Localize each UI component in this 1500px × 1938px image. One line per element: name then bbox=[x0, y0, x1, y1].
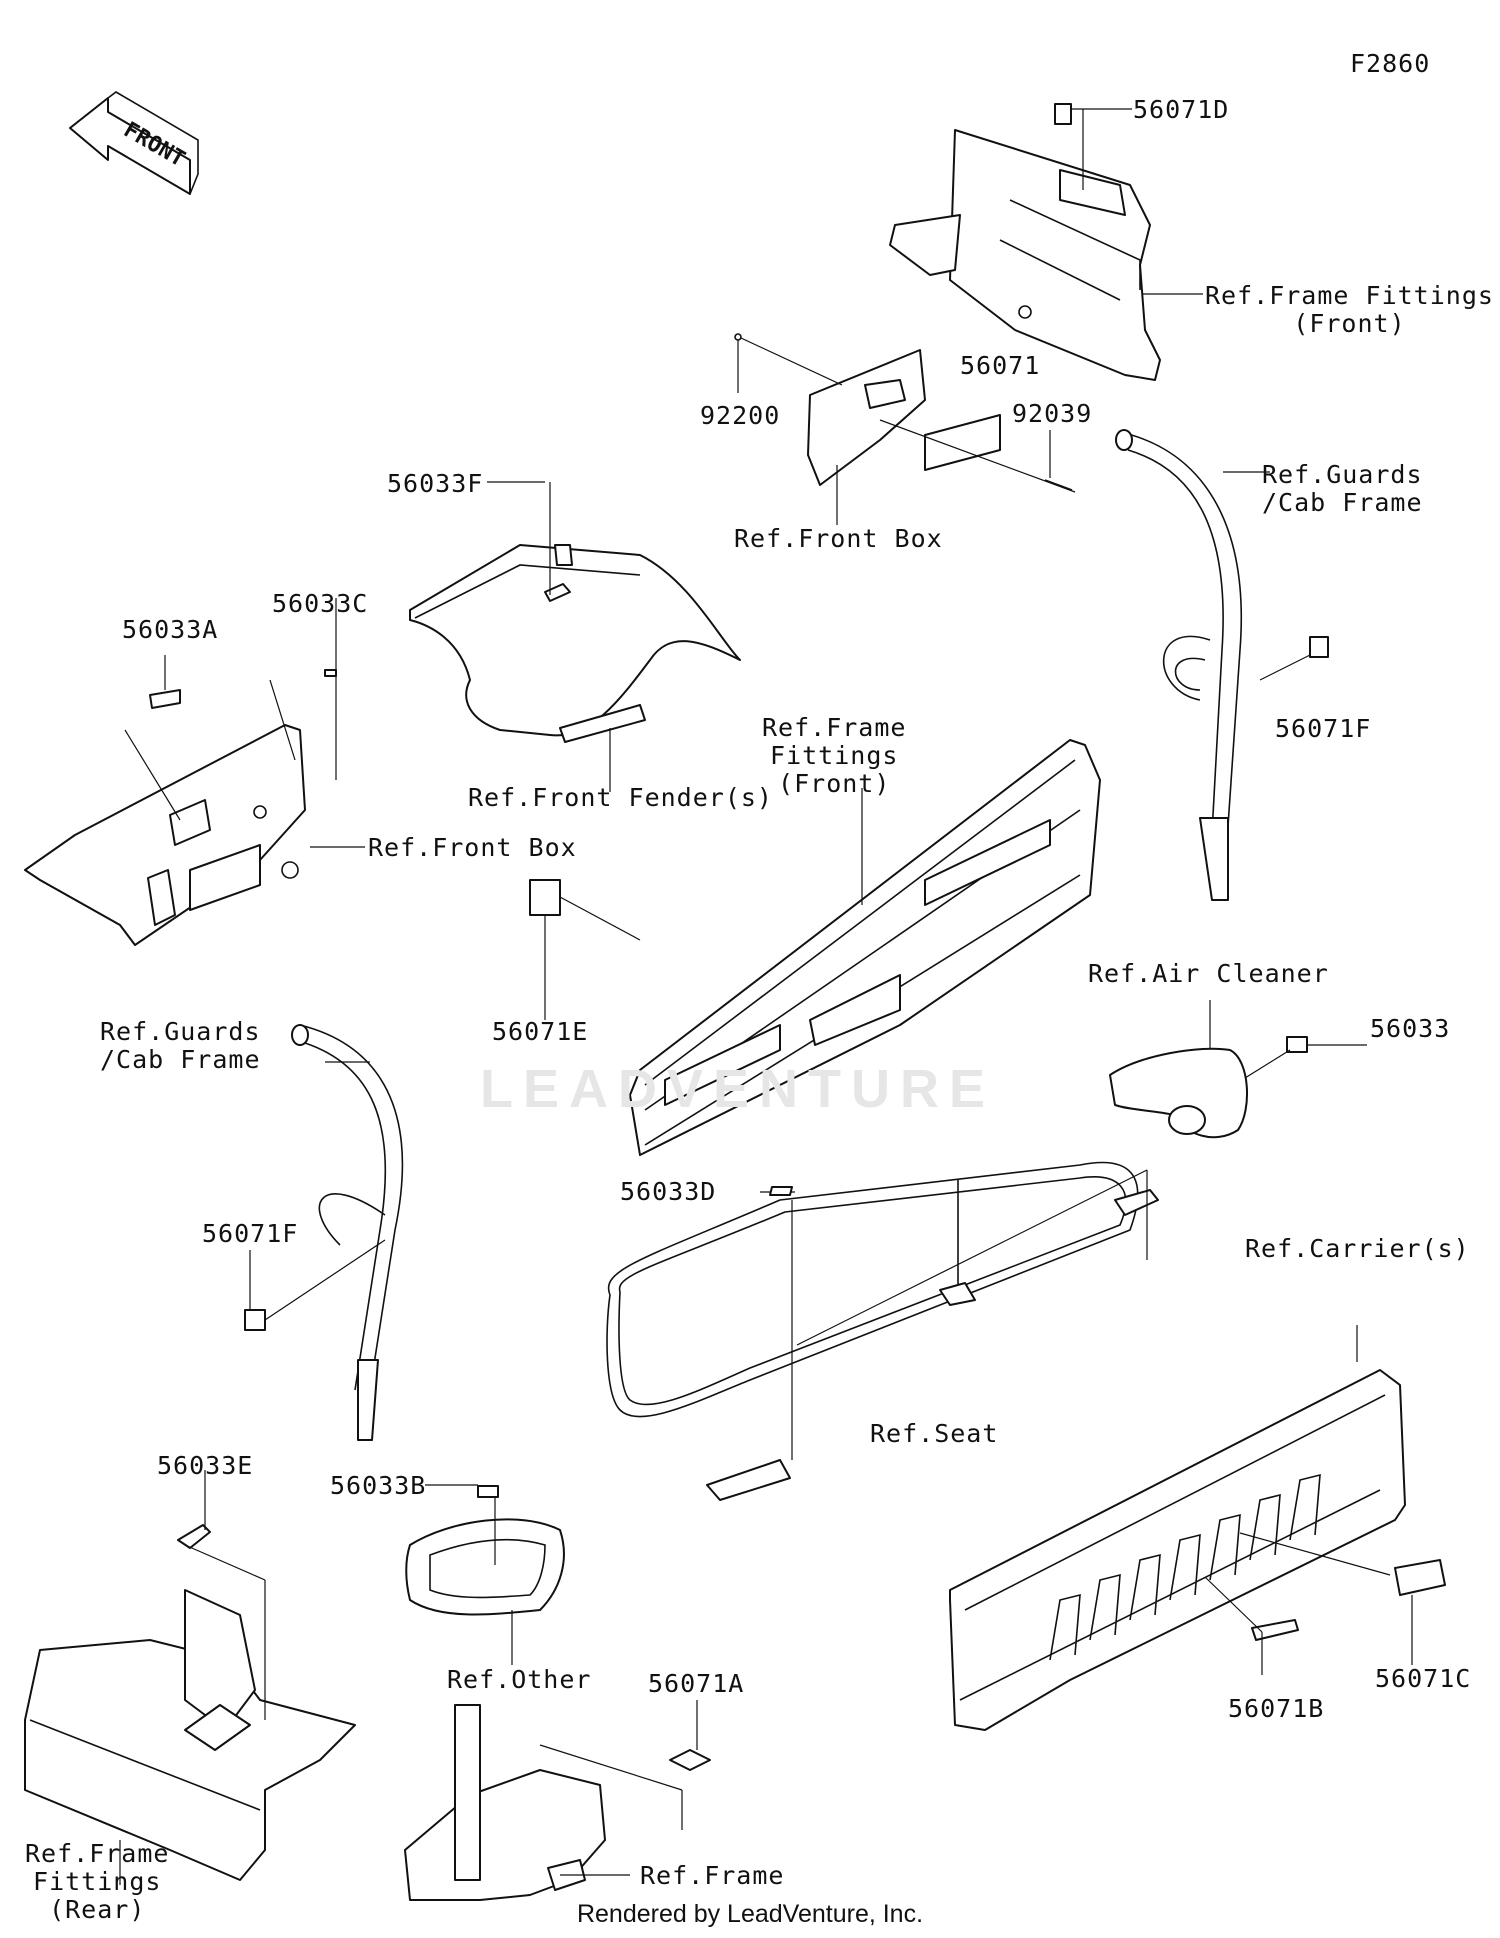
label-56071F-left[interactable]: 56071F bbox=[202, 1219, 299, 1248]
label-56033A[interactable]: 56033A bbox=[122, 615, 219, 644]
label-92200[interactable]: 92200 bbox=[700, 401, 781, 430]
frame-fittings-front-mid[interactable] bbox=[529, 739, 1101, 1156]
label-ref-guards-cab-frame-left[interactable]: Ref.Guards /Cab Frame bbox=[100, 1017, 261, 1074]
label-ref-frame-fittings-rear[interactable]: Ref.Frame Fittings (Rear) bbox=[25, 1839, 170, 1924]
footer-credit: Rendered by LeadVenture, Inc. bbox=[576, 1900, 924, 1928]
label-56071E[interactable]: 56071E bbox=[492, 1017, 589, 1046]
label-ref-frame-fittings-front-top[interactable]: Ref.Frame Fittings (Front) bbox=[1205, 281, 1494, 338]
label-92039[interactable]: 92039 bbox=[1012, 399, 1093, 428]
front-arrow: FRONT bbox=[69, 91, 199, 195]
label-56033D[interactable]: 56033D bbox=[620, 1177, 717, 1206]
guards-cab-frame-left[interactable] bbox=[244, 1024, 404, 1441]
label-ref-air-cleaner[interactable]: Ref.Air Cleaner bbox=[1088, 959, 1329, 988]
guards-cab-frame-right[interactable] bbox=[1115, 429, 1329, 901]
label-ref-frame-fittings-front-mid[interactable]: Ref.Frame Fittings (Front) bbox=[762, 713, 907, 798]
label-ref-front-box-top[interactable]: Ref.Front Box bbox=[734, 524, 943, 553]
air-cleaner[interactable] bbox=[1109, 1000, 1367, 1139]
frame-fittings-rear[interactable] bbox=[24, 1470, 356, 1885]
seat-frame[interactable] bbox=[606, 1161, 1159, 1501]
figure-id: F2860 bbox=[1350, 49, 1431, 78]
label-ref-frame[interactable]: Ref.Frame bbox=[640, 1861, 785, 1890]
front-fenders[interactable] bbox=[409, 481, 741, 792]
label-56033E[interactable]: 56033E bbox=[157, 1451, 254, 1480]
label-56033B[interactable]: 56033B bbox=[330, 1471, 427, 1500]
label-ref-seat[interactable]: Ref.Seat bbox=[870, 1419, 999, 1448]
label-56071[interactable]: 56071 bbox=[960, 351, 1041, 380]
label-ref-carriers[interactable]: Ref.Carrier(s) bbox=[1245, 1234, 1470, 1263]
label-56071D[interactable]: 56071D bbox=[1133, 95, 1230, 124]
front-box-left[interactable] bbox=[24, 598, 365, 946]
label-56071F-right[interactable]: 56071F bbox=[1275, 714, 1372, 743]
label-56071A[interactable]: 56071A bbox=[648, 1669, 745, 1698]
frame-bottom[interactable] bbox=[404, 1700, 711, 1901]
label-ref-guards-cab-frame-right[interactable]: Ref.Guards /Cab Frame bbox=[1262, 460, 1423, 517]
label-56071B[interactable]: 56071B bbox=[1228, 1694, 1325, 1723]
other-cover[interactable] bbox=[405, 1484, 565, 1665]
label-56033F[interactable]: 56033F bbox=[387, 469, 484, 498]
watermark: LEADVENTURE bbox=[480, 1059, 996, 1119]
label-ref-front-fenders[interactable]: Ref.Front Fender(s) bbox=[468, 783, 773, 812]
label-56071C[interactable]: 56071C bbox=[1375, 1664, 1472, 1693]
label-ref-other[interactable]: Ref.Other bbox=[447, 1665, 592, 1694]
frame-fittings-front-top[interactable] bbox=[889, 103, 1203, 381]
carriers[interactable] bbox=[949, 1325, 1446, 1731]
label-56033[interactable]: 56033 bbox=[1370, 1014, 1451, 1043]
front-box-top-part[interactable] bbox=[734, 333, 1076, 525]
label-56033C[interactable]: 56033C bbox=[272, 589, 369, 618]
label-ref-front-box-left[interactable]: Ref.Front Box bbox=[368, 833, 577, 862]
